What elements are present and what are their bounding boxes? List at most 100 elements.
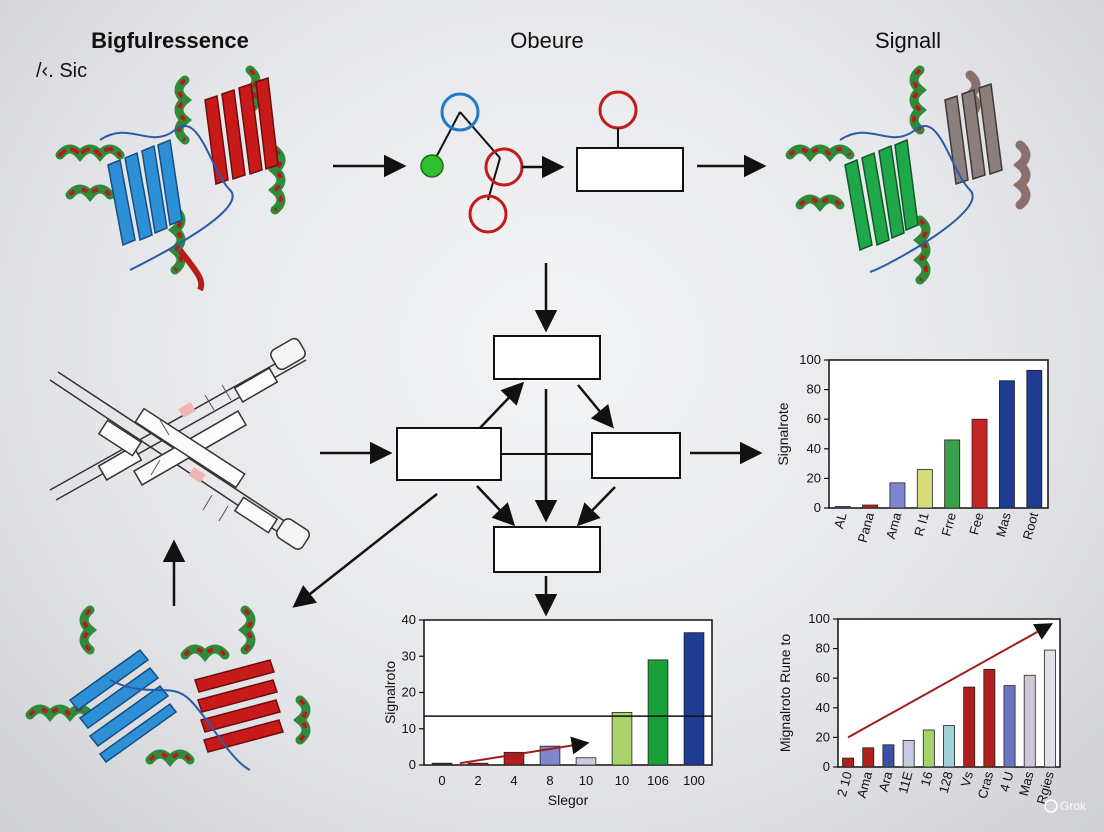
- x-tick-label: AL: [831, 511, 850, 530]
- y-tick-label: 80: [816, 641, 830, 656]
- bar: [922, 729, 935, 768]
- x-tick-label: 0: [438, 773, 445, 788]
- bar: [467, 762, 489, 766]
- bar: [944, 439, 961, 509]
- bar: [539, 745, 561, 766]
- x-tick-label: 16: [917, 770, 935, 788]
- x-tick-label: Cras: [975, 769, 997, 800]
- x-tick-label: Vs: [958, 769, 977, 788]
- x-tick-label: Ama: [854, 769, 876, 799]
- arrow-left-to-lower: [476, 485, 516, 527]
- process-box-right: [591, 432, 681, 479]
- protein-structure-top-left: [55, 65, 286, 292]
- trend-line: [847, 623, 1054, 739]
- bar: [1003, 685, 1016, 768]
- y-tick-label: 10: [402, 721, 416, 736]
- instrument-apparatus: [49, 337, 311, 550]
- y-tick-label: 40: [816, 700, 830, 715]
- title-center: Obeure: [510, 28, 583, 53]
- y-axis-title: Signalrote: [775, 402, 791, 465]
- bar: [647, 659, 669, 766]
- bar: [862, 747, 875, 768]
- y-tick-label: 20: [816, 729, 830, 744]
- node-blue: [440, 92, 480, 132]
- bar: [431, 762, 453, 766]
- x-axis-title: Slegor: [548, 792, 589, 808]
- y-tick-label: 80: [807, 382, 821, 397]
- x-tick-label: Ama: [883, 510, 905, 540]
- title-right: Signall: [875, 28, 941, 53]
- protein-structure-top-right: [785, 65, 1031, 285]
- y-tick-label: 0: [409, 757, 416, 772]
- y-axis-title: Mignalroto Rune to: [777, 634, 793, 753]
- x-tick-label: R I1: [911, 511, 932, 538]
- title-left: Bigfulressence: [91, 28, 249, 53]
- plot-area: [828, 359, 1049, 509]
- bar: [834, 506, 851, 509]
- y-tick-label: 0: [814, 500, 821, 515]
- bar: [916, 469, 933, 509]
- x-tick-label: Root: [1020, 511, 1042, 542]
- x-tick-label: 4: [510, 773, 517, 788]
- arrow-right-to-lower: [576, 486, 616, 527]
- bar: [983, 668, 996, 768]
- bar: [1023, 674, 1036, 768]
- arrow-upper-to-right: [577, 384, 614, 429]
- bar: [999, 380, 1015, 509]
- bar: [575, 757, 597, 766]
- watermark: Grok: [1044, 799, 1087, 813]
- y-tick-label: 40: [807, 441, 821, 456]
- x-tick-label: Fee: [966, 511, 986, 537]
- x-tick-label: Pana: [855, 510, 878, 544]
- plot-area: [423, 619, 713, 766]
- watermark-text: Grok: [1060, 799, 1087, 813]
- y-tick-label: 0: [823, 759, 830, 774]
- bar: [943, 725, 955, 768]
- bar: [971, 418, 988, 509]
- bar: [963, 686, 976, 768]
- x-tick-label: 106: [647, 773, 669, 788]
- bar: [862, 504, 878, 509]
- bar: [1043, 649, 1056, 768]
- title-left-sub: /‹. Sic: [36, 60, 87, 82]
- bar: [1026, 369, 1043, 509]
- process-box-left: [396, 427, 502, 481]
- x-tick-label: 128: [936, 770, 956, 795]
- y-tick-label: 20: [402, 685, 416, 700]
- y-tick-label: 100: [799, 352, 821, 367]
- flow-arrows: [162, 154, 767, 617]
- x-tick-label: Mas: [993, 510, 1014, 538]
- process-box-lower: [493, 526, 601, 573]
- node-green: [420, 154, 444, 178]
- grok-logo-icon: [1044, 799, 1058, 813]
- y-tick-label: 40: [402, 612, 416, 627]
- x-tick-label: Ara: [876, 769, 896, 793]
- x-tick-label: 2: [474, 773, 481, 788]
- bar: [683, 632, 705, 766]
- x-tick-label: 10: [579, 773, 593, 788]
- x-tick-label: 100: [683, 773, 705, 788]
- node-red-2: [468, 194, 508, 234]
- node-red-3: [598, 90, 638, 130]
- y-axis-title: Signalroto: [382, 661, 398, 724]
- bar: [882, 744, 895, 768]
- x-tick-label: 10: [615, 773, 629, 788]
- arrow-to-bottom-protein: [292, 493, 438, 608]
- y-tick-label: 100: [808, 611, 830, 626]
- bar: [889, 482, 906, 509]
- process-box-upper: [493, 335, 601, 380]
- bar: [842, 757, 855, 768]
- trend-line: [459, 736, 590, 765]
- process-box-top: [576, 147, 684, 192]
- x-tick-label: 4 U: [997, 770, 1017, 793]
- arrow-left-to-upper: [479, 381, 525, 429]
- y-tick-label: 20: [807, 470, 821, 485]
- y-tick-label: 60: [807, 411, 821, 426]
- bar: [611, 712, 633, 766]
- protein-structure-bottom-left: [25, 605, 311, 771]
- x-tick-label: 2 10: [834, 770, 855, 798]
